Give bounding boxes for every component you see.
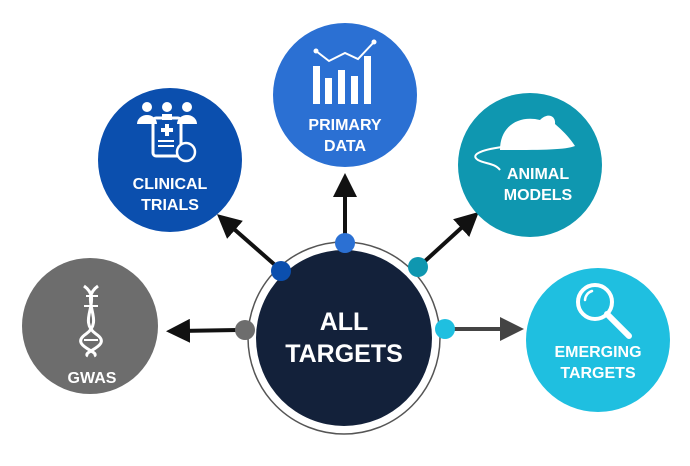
clinical-label-line2: TRIALS xyxy=(141,197,199,214)
svg-text:GWAS: GWAS xyxy=(68,370,117,387)
node-gwas: GWAS xyxy=(22,258,158,394)
node-emerging-targets: EMERGING TARGETS xyxy=(526,268,670,412)
node-primary-data: PRIMARY DATA xyxy=(273,23,417,167)
bar-chart-icon xyxy=(313,39,377,104)
svg-text:TRIALS: TRIALS xyxy=(141,197,199,214)
connector-clinical xyxy=(216,214,277,267)
svg-text:DATA: DATA xyxy=(324,138,367,155)
svg-text:PRIMARY: PRIMARY xyxy=(308,117,382,134)
svg-text:TARGETS: TARGETS xyxy=(285,340,403,368)
connector-animal xyxy=(422,211,479,264)
center-label-line2: TARGETS xyxy=(285,340,403,368)
svg-text:ANIMAL: ANIMAL xyxy=(507,166,569,183)
gwas-label: GWAS xyxy=(68,370,117,387)
svg-text:ALL: ALL xyxy=(320,308,369,336)
connector-dot-clinical xyxy=(271,261,291,281)
animal-label-line1: ANIMAL xyxy=(507,166,569,183)
clinical-clipboard-icon xyxy=(137,102,197,163)
svg-text:TARGETS: TARGETS xyxy=(560,365,636,382)
svg-text:MODELS: MODELS xyxy=(504,187,573,204)
emerging-label-line1: EMERGING xyxy=(554,344,641,361)
dna-icon xyxy=(79,284,103,358)
connector-dot-emerging xyxy=(435,319,455,339)
connector-dot-animal xyxy=(408,257,428,277)
emerging-label-line2: TARGETS xyxy=(560,365,636,382)
clinical-label-line1: CLINICAL xyxy=(133,176,208,193)
node-animal-models: ANIMAL MODELS xyxy=(458,93,602,237)
magnifier-icon xyxy=(576,283,632,339)
node-clinical-trials: CLINICAL TRIALS xyxy=(98,88,242,232)
connector-dot-gwas xyxy=(235,320,255,340)
primary-label-line1: PRIMARY xyxy=(308,117,382,134)
primary-label-line2: DATA xyxy=(324,138,367,155)
svg-text:EMERGING: EMERGING xyxy=(554,344,641,361)
connector-dot-primary xyxy=(335,233,355,253)
center-node-all-targets: ALL TARGETS xyxy=(247,241,441,435)
mouse-icon xyxy=(474,115,575,171)
center-label-line1: ALL xyxy=(320,308,369,336)
connector-gwas xyxy=(166,318,239,343)
svg-text:CLINICAL: CLINICAL xyxy=(133,176,208,193)
animal-label-line2: MODELS xyxy=(504,187,573,204)
